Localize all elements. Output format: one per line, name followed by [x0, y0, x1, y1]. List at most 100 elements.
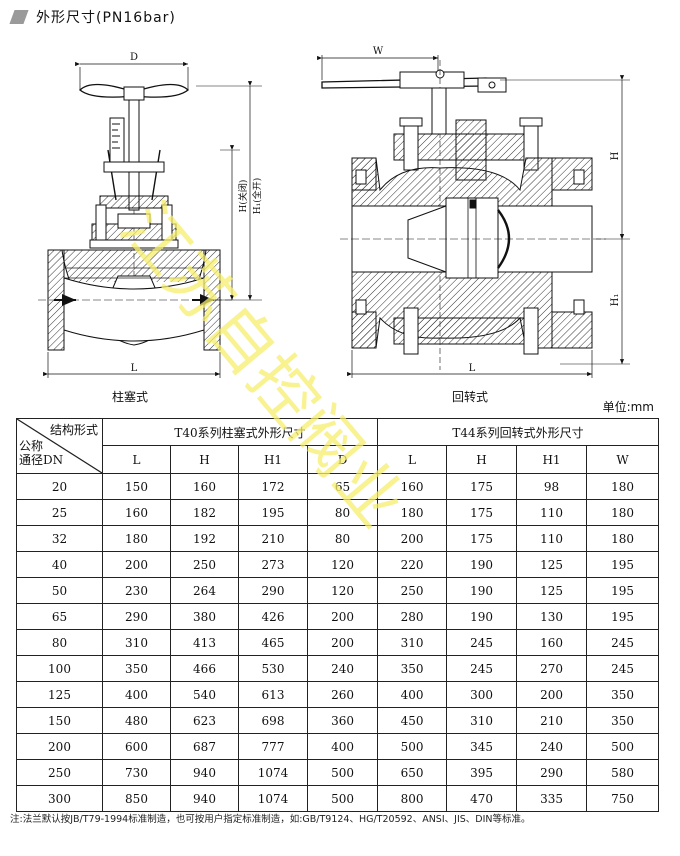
dim-h1-open-label: H₁(全开) [251, 178, 263, 214]
value-cell: 400 [306, 733, 379, 760]
value-cell: 413 [170, 629, 239, 656]
value-cell: 290 [516, 759, 588, 786]
value-cell: 200 [306, 603, 379, 630]
col-header: H1 [516, 445, 588, 474]
value-cell: 500 [377, 733, 448, 760]
value-cell: 400 [377, 681, 448, 708]
value-cell: 350 [102, 655, 171, 682]
value-cell: 160 [170, 473, 239, 500]
value-cell: 600 [102, 733, 171, 760]
dn-cell: 150 [16, 707, 103, 734]
rotary-valve-drawing [317, 55, 630, 378]
caption-rotary: 回转式 [452, 390, 489, 404]
value-cell: 245 [586, 655, 660, 682]
value-cell: 240 [516, 733, 588, 760]
title-text: 外形尺寸(PN16bar) [36, 10, 176, 26]
value-cell: 250 [377, 577, 448, 604]
value-cell: 940 [170, 785, 239, 812]
value-cell: 192 [170, 525, 239, 552]
value-cell: 195 [586, 551, 660, 578]
value-cell: 160 [102, 499, 171, 526]
value-cell: 240 [306, 655, 379, 682]
value-cell: 175 [446, 525, 518, 552]
value-cell: 125 [516, 577, 588, 604]
dn-cell: 300 [16, 785, 103, 812]
value-cell: 150 [102, 473, 171, 500]
dn-cell: 50 [16, 577, 103, 604]
value-cell: 110 [516, 525, 588, 552]
value-cell: 450 [377, 707, 448, 734]
value-cell: 850 [102, 785, 171, 812]
col-header: D [306, 445, 379, 474]
value-cell: 130 [516, 603, 588, 630]
value-cell: 730 [102, 759, 171, 786]
value-cell: 245 [446, 629, 518, 656]
dim-w-label: W [373, 46, 384, 57]
value-cell: 687 [170, 733, 239, 760]
caption-plunger: 柱塞式 [112, 390, 149, 404]
value-cell: 470 [446, 785, 518, 812]
unit-label: 单位:mm [602, 400, 654, 414]
value-cell: 466 [170, 655, 239, 682]
dim-l-right-label: L [469, 363, 476, 374]
value-cell: 125 [516, 551, 588, 578]
value-cell: 580 [586, 759, 660, 786]
value-cell: 380 [170, 603, 239, 630]
value-cell: 623 [170, 707, 239, 734]
dn-cell: 65 [16, 603, 103, 630]
value-cell: 220 [377, 551, 448, 578]
value-cell: 530 [238, 655, 308, 682]
dn-cell: 100 [16, 655, 103, 682]
value-cell: 195 [586, 577, 660, 604]
value-cell: 190 [446, 577, 518, 604]
value-cell: 335 [516, 785, 588, 812]
col-header: W [586, 445, 660, 474]
dim-h1-label: H₁ [610, 294, 621, 307]
value-cell: 750 [586, 785, 660, 812]
value-cell: 200 [516, 681, 588, 708]
value-cell: 260 [306, 681, 379, 708]
col-header: L [377, 445, 448, 474]
dn-cell: 32 [16, 525, 103, 552]
dn-cell: 25 [16, 499, 103, 526]
dn-cell: 80 [16, 629, 103, 656]
value-cell: 1074 [238, 785, 308, 812]
value-cell: 350 [586, 707, 660, 734]
group-header-t40: T40系列柱塞式外形尺寸 [101, 418, 379, 446]
value-cell: 480 [102, 707, 171, 734]
value-cell: 180 [586, 525, 660, 552]
value-cell: 80 [306, 499, 379, 526]
value-cell: 160 [516, 629, 588, 656]
value-cell: 310 [102, 629, 171, 656]
dn-cell: 40 [16, 551, 103, 578]
col-header: H [170, 445, 239, 474]
value-cell: 650 [377, 759, 448, 786]
value-cell: 195 [586, 603, 660, 630]
value-cell: 290 [102, 603, 171, 630]
value-cell: 270 [516, 655, 588, 682]
value-cell: 120 [306, 577, 379, 604]
value-cell: 500 [306, 759, 379, 786]
dn-cell: 200 [16, 733, 103, 760]
value-cell: 182 [170, 499, 239, 526]
value-cell: 350 [377, 655, 448, 682]
value-cell: 200 [102, 551, 171, 578]
value-cell: 175 [446, 473, 518, 500]
title-marker-icon [9, 10, 29, 24]
value-cell: 180 [586, 499, 660, 526]
dimension-table: 结构形式 公称 通径DN T40系列柱塞式外形尺寸 T44系列回转式外形尺寸 L… [16, 418, 660, 812]
value-cell: 80 [306, 525, 379, 552]
value-cell: 613 [238, 681, 308, 708]
plunger-valve-drawing [38, 61, 262, 378]
dim-l-left-label: L [131, 363, 138, 374]
group-header-t44: T44系列回转式外形尺寸 [377, 418, 660, 446]
value-cell: 273 [238, 551, 308, 578]
